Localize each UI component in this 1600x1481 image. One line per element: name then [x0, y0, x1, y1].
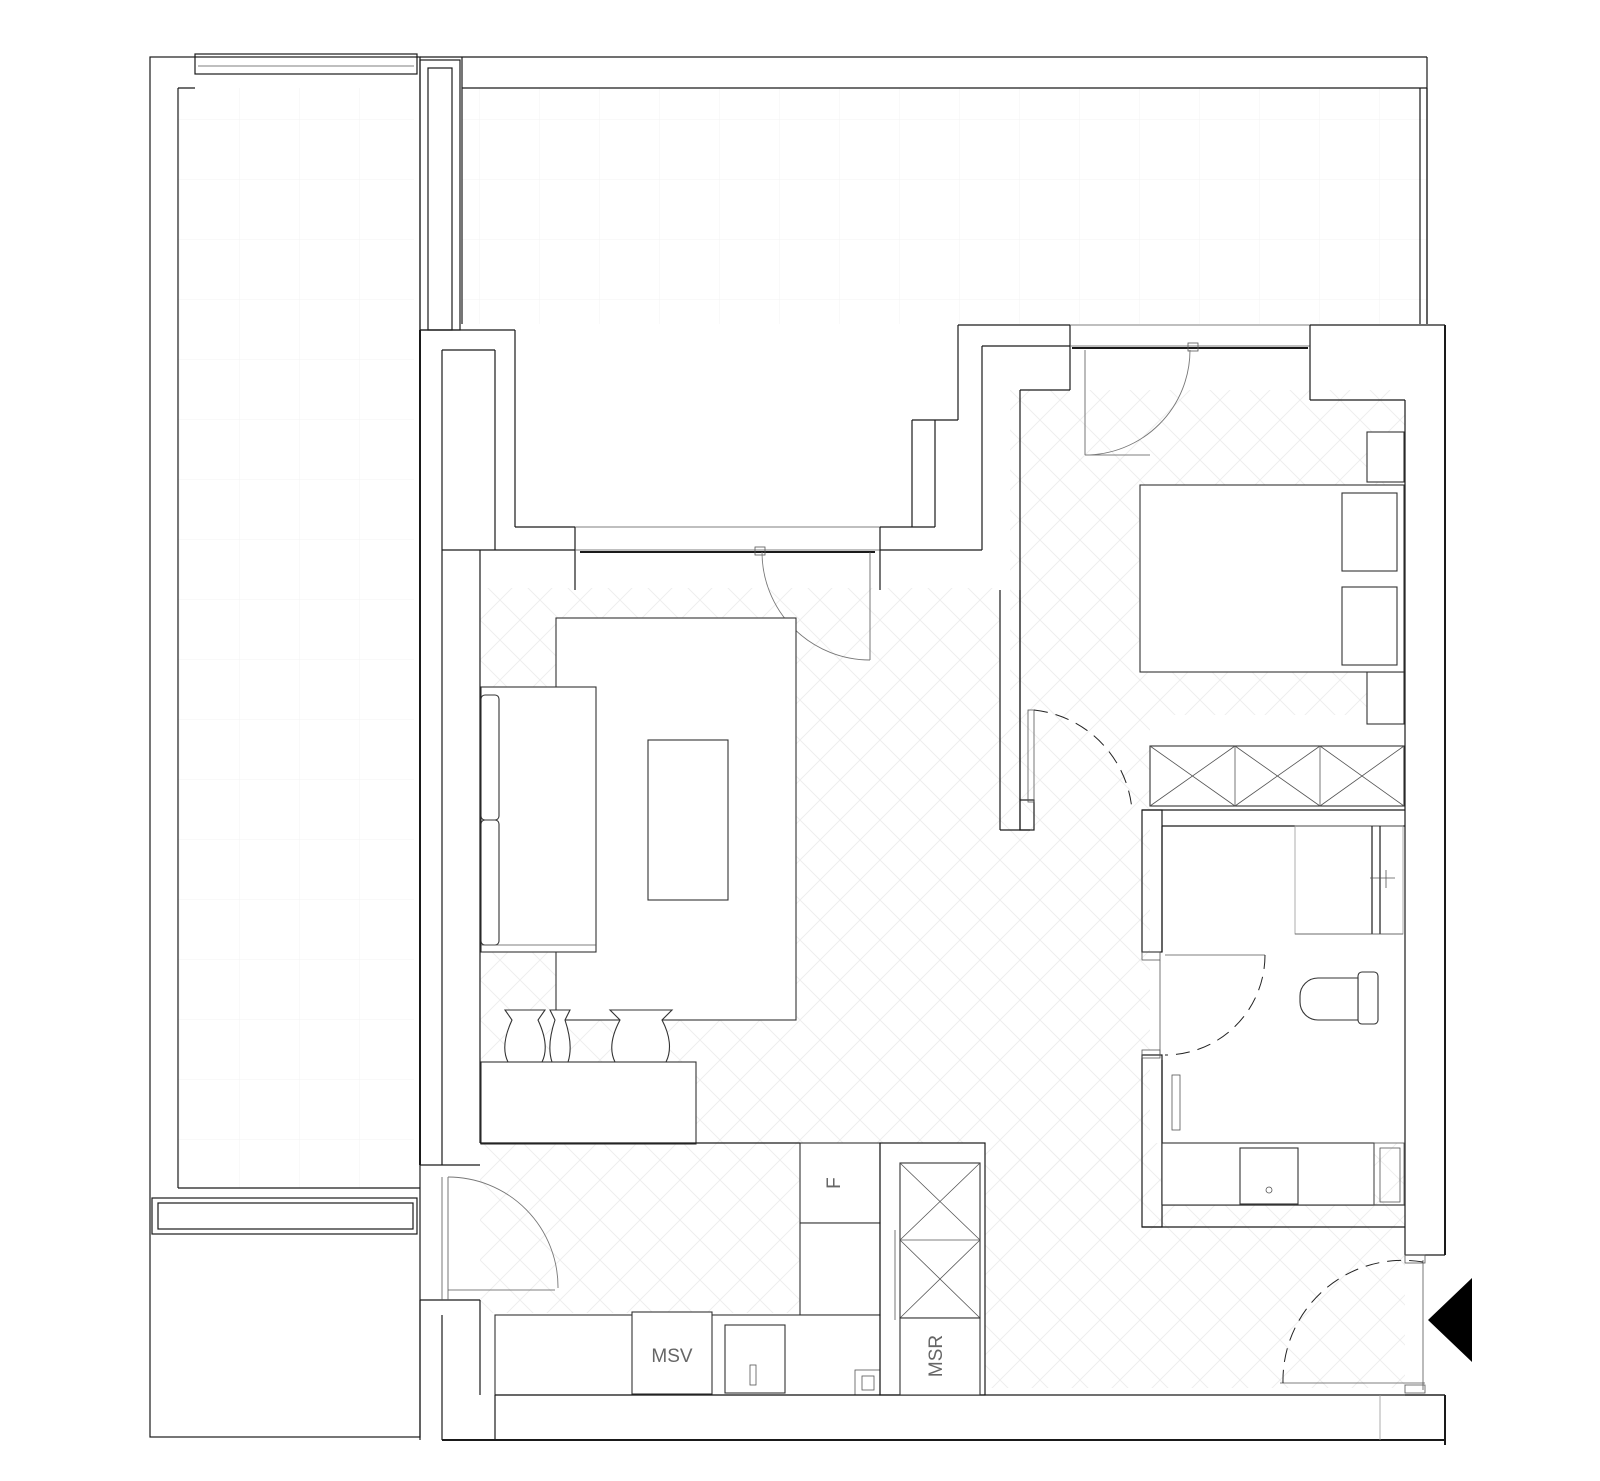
entrance-arrow-icon [1428, 1278, 1472, 1362]
sofa [480, 686, 597, 953]
bedroom-window [1070, 324, 1310, 456]
wall-south [442, 1395, 1445, 1441]
dining-chairs [503, 1009, 674, 1063]
wall-east [1309, 324, 1446, 1445]
msv-label: MSV [651, 1346, 693, 1367]
wardrobe [1149, 745, 1405, 807]
bathroom [1141, 809, 1405, 1228]
msr-cabinet: MSR [879, 1142, 986, 1396]
fridge-label: F [824, 1177, 845, 1189]
wall-west [419, 59, 576, 1440]
floor-finish [178, 88, 1427, 1388]
kitchen: F MSV [479, 1142, 1445, 1396]
terrace-top [420, 56, 1428, 324]
msr-label: MSR [926, 1335, 947, 1377]
double-bed [1139, 431, 1405, 725]
bedroom-partition [999, 590, 1133, 831]
entrance-door [1280, 1254, 1426, 1394]
coffee-table [647, 739, 729, 901]
balcony-door [441, 1176, 559, 1300]
living-window [575, 526, 881, 590]
dining-table [480, 1061, 697, 1145]
